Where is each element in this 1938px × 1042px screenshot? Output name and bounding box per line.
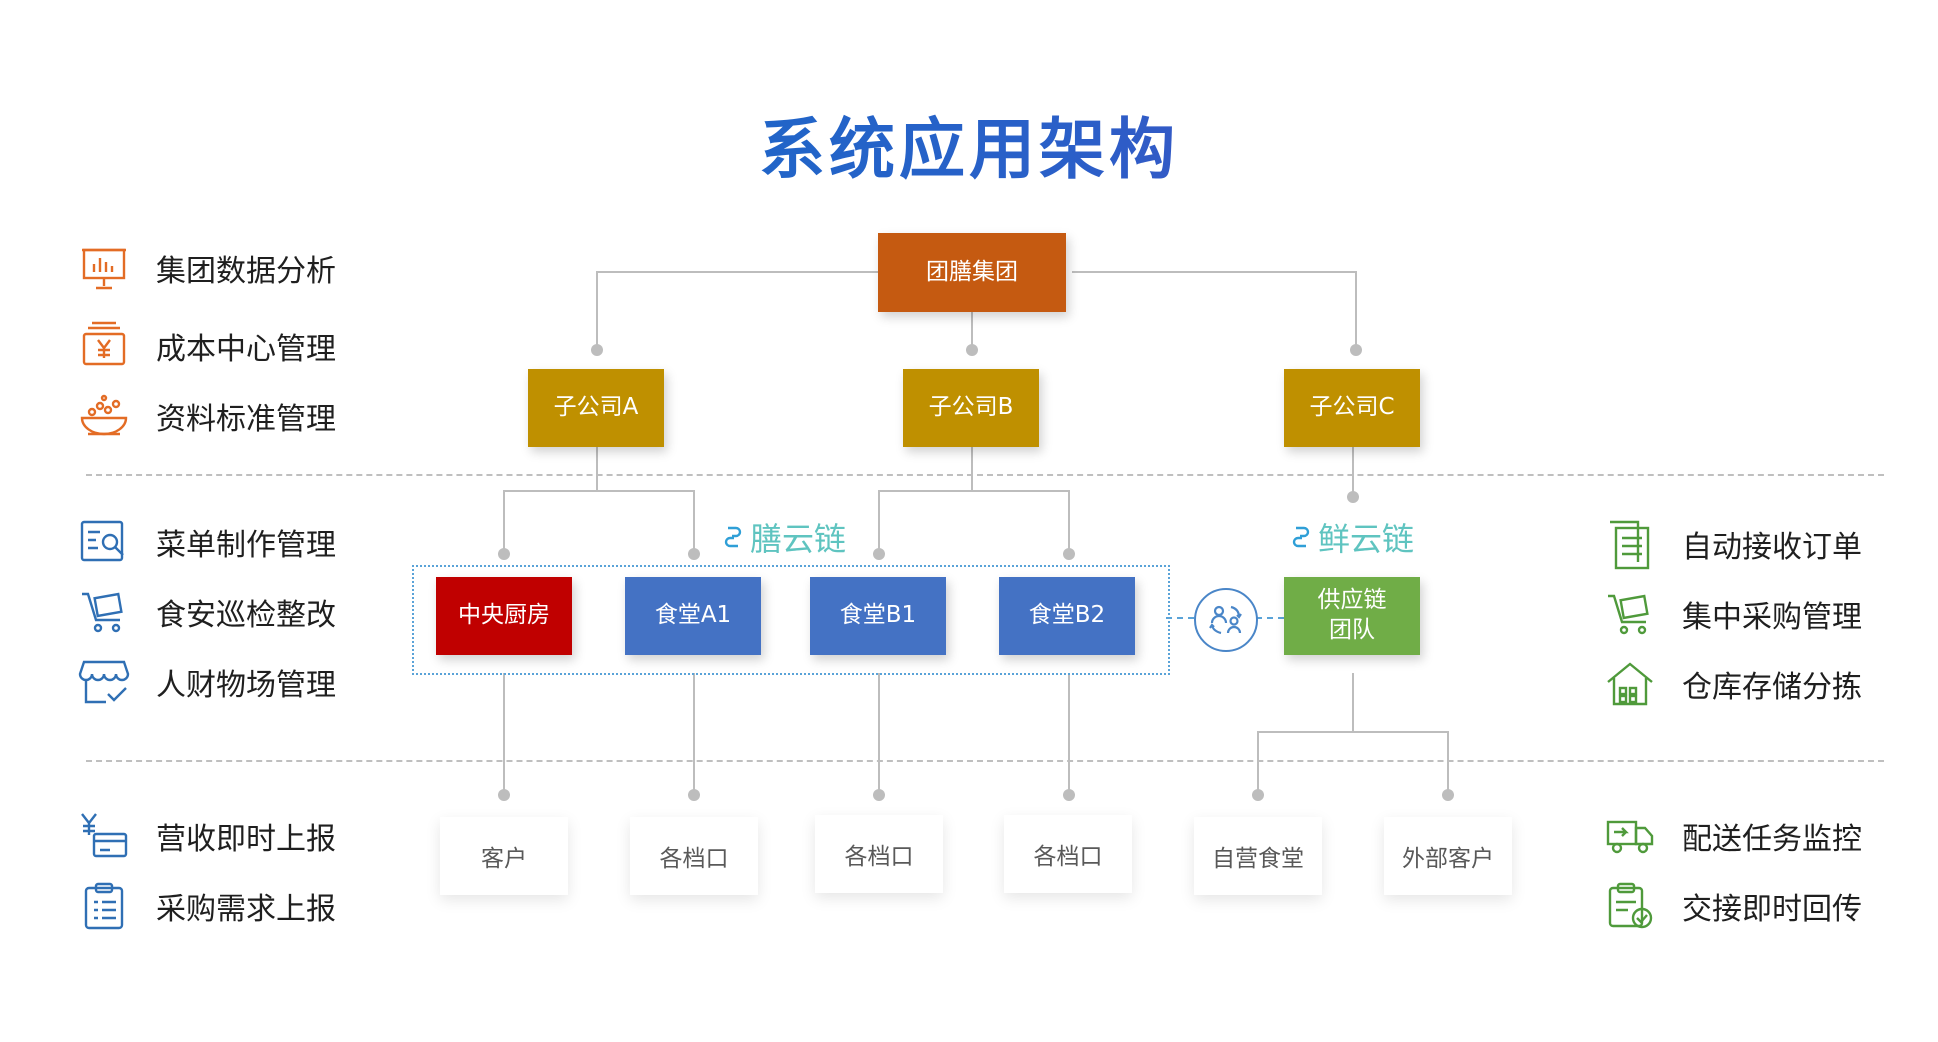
brand-link-icon xyxy=(1292,526,1310,548)
subsidiary-b-node: 子公司B xyxy=(903,369,1039,447)
feature-warehouse: 仓库存储分拣 xyxy=(1604,658,1862,710)
divider-top xyxy=(86,474,1884,476)
feature-menu-management: 菜单制作管理 xyxy=(78,516,336,568)
link-exchange-icon xyxy=(1194,588,1258,652)
cart-icon xyxy=(78,586,130,638)
document-list-icon xyxy=(1604,518,1656,570)
feature-handover-feedback: 交接即时回传 xyxy=(1604,880,1862,932)
endpoint-external-customer: 外部客户 xyxy=(1384,817,1512,895)
root-node: 团膳集团 xyxy=(878,233,1066,312)
feature-data-standards: 资料标准管理 xyxy=(78,390,336,442)
feature-label: 成本中心管理 xyxy=(156,332,336,367)
brand-link-icon xyxy=(724,526,742,548)
endpoint-stall-b1: 各档口 xyxy=(815,815,943,893)
subsidiary-a-node: 子公司A xyxy=(528,369,664,447)
brand-xianyunlian: 鲜云链 xyxy=(1290,514,1414,560)
clipboard-list-icon xyxy=(78,880,130,932)
central-kitchen-node: 中央厨房 xyxy=(436,577,572,655)
feature-label: 营收即时上报 xyxy=(156,822,336,857)
canteen-b2-node: 食堂B2 xyxy=(999,577,1135,655)
yen-card-icon xyxy=(78,810,130,862)
cart-icon xyxy=(1604,588,1656,640)
endpoint-stall-b2: 各档口 xyxy=(1004,815,1132,893)
supply-team-node: 供应链 团队 xyxy=(1284,577,1420,655)
feature-label: 集中采购管理 xyxy=(1682,600,1862,635)
feature-label: 自动接收订单 xyxy=(1682,530,1862,565)
feature-label: 配送任务监控 xyxy=(1682,822,1862,857)
warehouse-icon xyxy=(1604,658,1656,710)
feature-label: 资料标准管理 xyxy=(156,402,336,437)
feature-cost-center: 成本中心管理 xyxy=(78,320,336,372)
dashboard-chart-icon xyxy=(78,242,130,294)
endpoint-customer: 客户 xyxy=(440,817,568,895)
food-bowl-icon xyxy=(78,390,130,442)
feature-revenue-report: 营收即时上报 xyxy=(78,810,336,862)
clipboard-check-icon xyxy=(1604,880,1656,932)
canteen-b1-node: 食堂B1 xyxy=(810,577,946,655)
feature-purchase-request: 采购需求上报 xyxy=(78,880,336,932)
endpoint-stall-a1: 各档口 xyxy=(630,817,758,895)
divider-bottom xyxy=(86,760,1884,762)
feature-group-analytics: 集团数据分析 xyxy=(78,242,336,294)
delivery-truck-icon xyxy=(1604,810,1656,862)
endpoint-self-canteen: 自营食堂 xyxy=(1194,817,1322,895)
feature-central-purchase: 集中采购管理 xyxy=(1604,588,1862,640)
feature-label: 人财物场管理 xyxy=(156,668,336,703)
feature-label: 菜单制作管理 xyxy=(156,528,336,563)
brand-right-label: 鲜云链 xyxy=(1318,520,1415,558)
yen-money-icon xyxy=(78,320,130,372)
brand-shanyunlian: 膳云链 xyxy=(722,514,846,560)
page-title: 系统应用架构 xyxy=(0,96,1938,192)
feature-auto-orders: 自动接收订单 xyxy=(1604,518,1862,570)
feature-label: 食安巡检整改 xyxy=(156,598,336,633)
feature-label: 采购需求上报 xyxy=(156,892,336,927)
feature-label: 交接即时回传 xyxy=(1682,892,1862,927)
menu-search-icon xyxy=(78,516,130,568)
brand-left-label: 膳云链 xyxy=(750,520,847,558)
feature-food-safety: 食安巡检整改 xyxy=(78,586,336,638)
feature-label: 集团数据分析 xyxy=(156,254,336,289)
feature-resource-management: 人财物场管理 xyxy=(78,656,336,708)
feature-label: 仓库存储分拣 xyxy=(1682,670,1862,705)
feature-delivery-monitor: 配送任务监控 xyxy=(1604,810,1862,862)
canteen-a1-node: 食堂A1 xyxy=(625,577,761,655)
store-check-icon xyxy=(78,656,130,708)
subsidiary-c-node: 子公司C xyxy=(1284,369,1420,447)
canteen-group-frame xyxy=(412,565,1170,675)
